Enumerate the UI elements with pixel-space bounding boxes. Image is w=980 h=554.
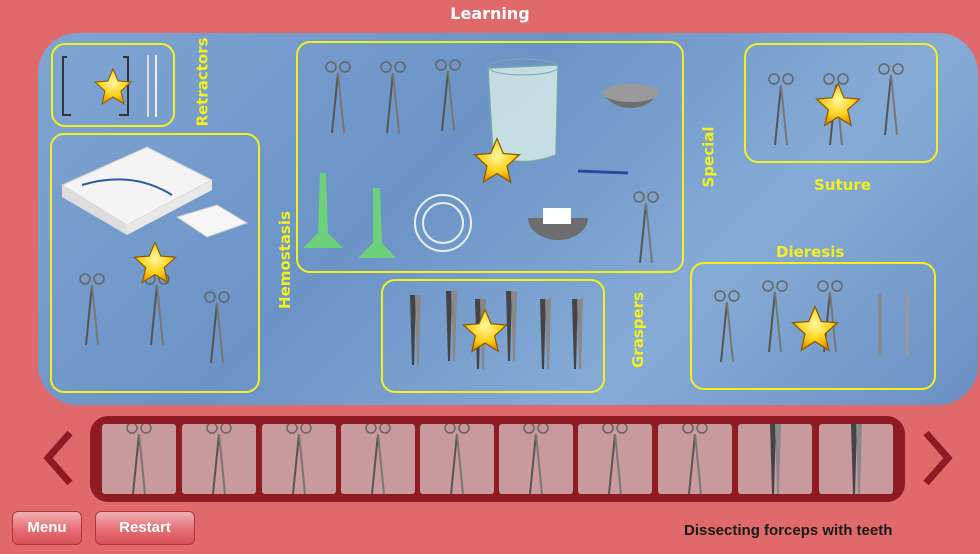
star-icon bbox=[791, 305, 839, 351]
star-icon bbox=[462, 308, 508, 352]
tray-slot[interactable] bbox=[658, 422, 732, 495]
restart-button[interactable]: Restart bbox=[95, 511, 195, 545]
instrument-tray bbox=[90, 416, 905, 502]
tray-slot[interactable] bbox=[819, 424, 893, 494]
zone-label-dieresis: Dieresis bbox=[776, 243, 845, 261]
zone-label-special: Special bbox=[699, 126, 718, 188]
zone-label-retractors: Retractors bbox=[193, 37, 212, 127]
tray-slot[interactable] bbox=[182, 422, 256, 495]
tray-slot[interactable] bbox=[738, 424, 812, 494]
sorting-board: Retractors Hemostasis bbox=[38, 33, 978, 405]
zone-label-suture: Suture bbox=[814, 176, 871, 194]
star-icon bbox=[815, 82, 861, 127]
dieresis-tools[interactable] bbox=[692, 264, 934, 388]
chevron-right-icon[interactable] bbox=[920, 428, 956, 488]
tray-slot[interactable] bbox=[578, 422, 652, 495]
star-icon bbox=[94, 68, 132, 105]
page-title: Learning bbox=[450, 4, 530, 23]
zone-label-graspers: Graspers bbox=[629, 292, 647, 368]
tray-slot[interactable] bbox=[262, 422, 336, 495]
retractors-tools[interactable] bbox=[53, 45, 173, 125]
zone-special[interactable] bbox=[296, 41, 684, 273]
chevron-left-icon[interactable] bbox=[40, 428, 76, 488]
hemostasis-tools[interactable] bbox=[52, 135, 258, 391]
menu-button[interactable]: Menu bbox=[12, 511, 82, 545]
zone-suture[interactable] bbox=[744, 43, 938, 163]
zone-dieresis[interactable] bbox=[690, 262, 936, 390]
tray-slot[interactable] bbox=[420, 422, 494, 495]
status-text: Dissecting forceps with teeth bbox=[684, 522, 893, 539]
tray-slot[interactable] bbox=[102, 422, 176, 495]
star-icon bbox=[133, 241, 177, 284]
tray-slot[interactable] bbox=[499, 422, 573, 495]
zone-label-hemostasis: Hemostasis bbox=[275, 211, 294, 309]
tray-slot[interactable] bbox=[341, 422, 415, 495]
zone-retractors[interactable] bbox=[51, 43, 175, 127]
zone-hemostasis[interactable] bbox=[50, 133, 260, 393]
zone-graspers[interactable] bbox=[381, 279, 605, 393]
star-icon bbox=[473, 137, 521, 183]
